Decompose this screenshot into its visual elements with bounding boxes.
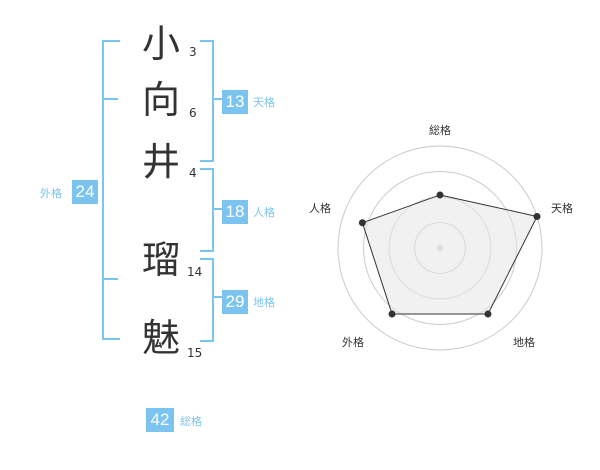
jinkaku-bracket <box>200 168 214 252</box>
tenkaku-label: 天格 <box>253 96 275 109</box>
chikaku-bracket <box>200 258 214 342</box>
radar-point-4 <box>388 310 396 318</box>
chikaku-label: 地格 <box>253 296 275 309</box>
stroke-count-3: 4 <box>189 166 197 180</box>
gaikaku-value: 24 <box>72 180 98 204</box>
tenkaku-bracket <box>200 40 214 162</box>
name-char-5: 魅 <box>142 316 181 360</box>
jinkaku-label: 人格 <box>253 206 275 219</box>
stroke-count-1: 3 <box>189 45 197 59</box>
radar-axis-label-2: 天格 <box>551 201 573 215</box>
radar-ring <box>337 145 543 351</box>
jinkaku-tick <box>214 208 222 210</box>
name-char-3: 井 <box>142 140 181 184</box>
tenkaku-value: 13 <box>222 90 248 114</box>
radar-point-5 <box>358 219 366 227</box>
radar-point-2 <box>533 212 541 220</box>
jinkaku-value: 18 <box>222 200 248 224</box>
soukaku-value: 42 <box>146 408 174 432</box>
radar-axis-label-4: 外格 <box>342 335 364 349</box>
gaikaku-label: 外格 <box>40 187 62 200</box>
name-char-4: 瑠 <box>142 238 181 282</box>
radar-axis-label-3: 地格 <box>513 335 535 349</box>
soukaku-label: 総格 <box>180 415 202 428</box>
name-char-1: 小 <box>142 22 181 66</box>
gaikaku-bracket <box>102 40 120 340</box>
radar-point-1 <box>436 191 444 199</box>
gaikaku-inner-tick-top <box>104 98 118 100</box>
radar-axis-label-1: 総格 <box>429 123 451 137</box>
radar-axis-label-5: 人格 <box>309 201 331 215</box>
radar-point-3 <box>484 310 492 318</box>
stroke-count-4: 14 <box>187 265 203 279</box>
chikaku-tick <box>214 296 222 298</box>
gaikaku-inner-tick-bottom <box>104 278 118 280</box>
name-char-2: 向 <box>142 78 181 122</box>
radar-polygon <box>361 194 538 315</box>
tenkaku-tick <box>214 98 222 100</box>
stroke-count-2: 6 <box>189 106 197 120</box>
stroke-count-5: 15 <box>187 346 203 360</box>
chikaku-value: 29 <box>222 290 248 314</box>
